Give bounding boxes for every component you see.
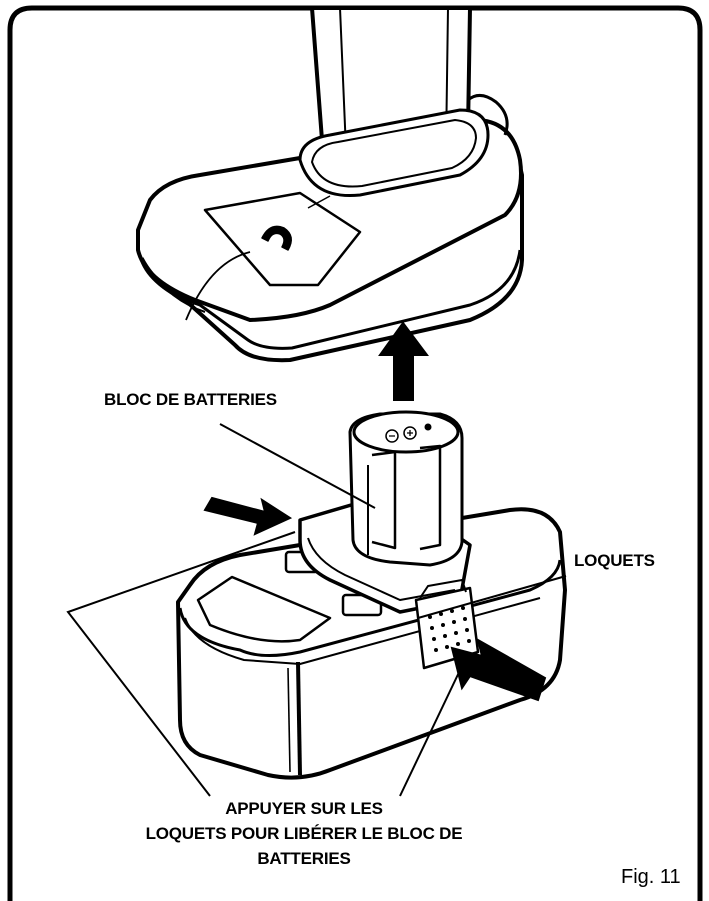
battery-pack-label: BLOC DE BATTERIES [104,390,277,409]
leader-lines [66,423,567,797]
latches-label: LOQUETS [574,551,655,570]
press-arrow-left [203,496,293,536]
instruction-line-1: APPUYER SUR LES [225,799,383,818]
magnet-icon [261,225,292,251]
press-arrow-right [450,637,547,702]
instruction-line-3: BATTERIES [257,849,351,868]
tool-base [136,6,524,363]
battery-pack [176,410,567,780]
instruction-line-2: LOQUETS POUR LIBÉRER LE BLOC DE [145,824,463,843]
instruction-label: APPUYER SUR LES LOQUETS POUR LIBÉRER LE … [104,796,504,871]
lift-arrow-up [378,321,429,401]
latch-grip-dots [428,606,471,652]
figure-number: Fig. 11 [621,866,681,888]
